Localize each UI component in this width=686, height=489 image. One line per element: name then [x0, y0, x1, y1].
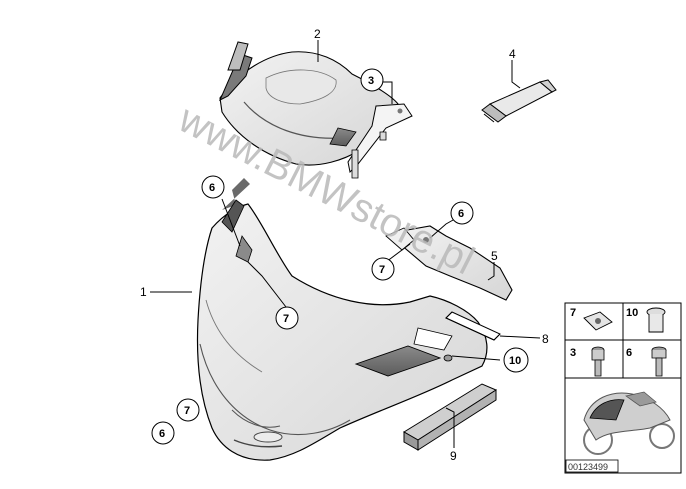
callout-7-a: 7: [283, 313, 289, 325]
tube-part: [481, 79, 557, 123]
side-trim-part: [385, 225, 513, 301]
legend-label-6: 6: [626, 347, 632, 359]
callout-6b-circle: [450, 201, 474, 225]
callout-2: 2: [314, 27, 321, 41]
callouts: 2 3 4 1 6 7 6 7 5 8 10 9 7 6: [140, 27, 549, 463]
callout-7c-circle: [176, 398, 200, 422]
bolt-icon: [655, 357, 663, 377]
callout-3-circle: [360, 68, 384, 92]
callout-7-b: 7: [379, 264, 385, 276]
callout-8: 8: [542, 332, 549, 346]
callout-7a-circle: [275, 306, 299, 330]
callout-10-circle: [503, 347, 529, 373]
upper-panel-part: [218, 41, 399, 210]
main-fairing-part: [196, 199, 488, 461]
legend-label-7: 7: [570, 307, 576, 319]
screw-icon: [594, 359, 602, 377]
legend-label-3: 3: [570, 347, 576, 359]
callout-7-c: 7: [184, 405, 190, 417]
callout-5: 5: [491, 249, 498, 263]
callout-10: 10: [509, 355, 521, 367]
callout-6a-circle: [201, 175, 225, 199]
callout-1: 1: [140, 285, 147, 299]
callout-6-a: 6: [209, 182, 215, 194]
motorcycle-thumbnail: [583, 391, 675, 455]
strip-part: [445, 311, 501, 341]
callout-6-c: 6: [159, 428, 165, 440]
foam-strip-part: [403, 383, 498, 451]
grommet-icon: [648, 314, 664, 333]
reference-number: 00123499: [568, 462, 608, 472]
callout-3: 3: [368, 75, 374, 87]
callout-4: 4: [509, 47, 516, 61]
callout-6c-circle: [151, 421, 175, 445]
legend-label-10: 10: [626, 307, 638, 319]
callout-9: 9: [450, 449, 457, 463]
fastener-legend: 7 10 3 6 00123499: [564, 302, 682, 474]
leader-lines: [150, 40, 541, 448]
bracket-part: [347, 103, 413, 179]
callout-6-b: 6: [458, 208, 464, 220]
callout-7b-circle: [371, 257, 395, 281]
